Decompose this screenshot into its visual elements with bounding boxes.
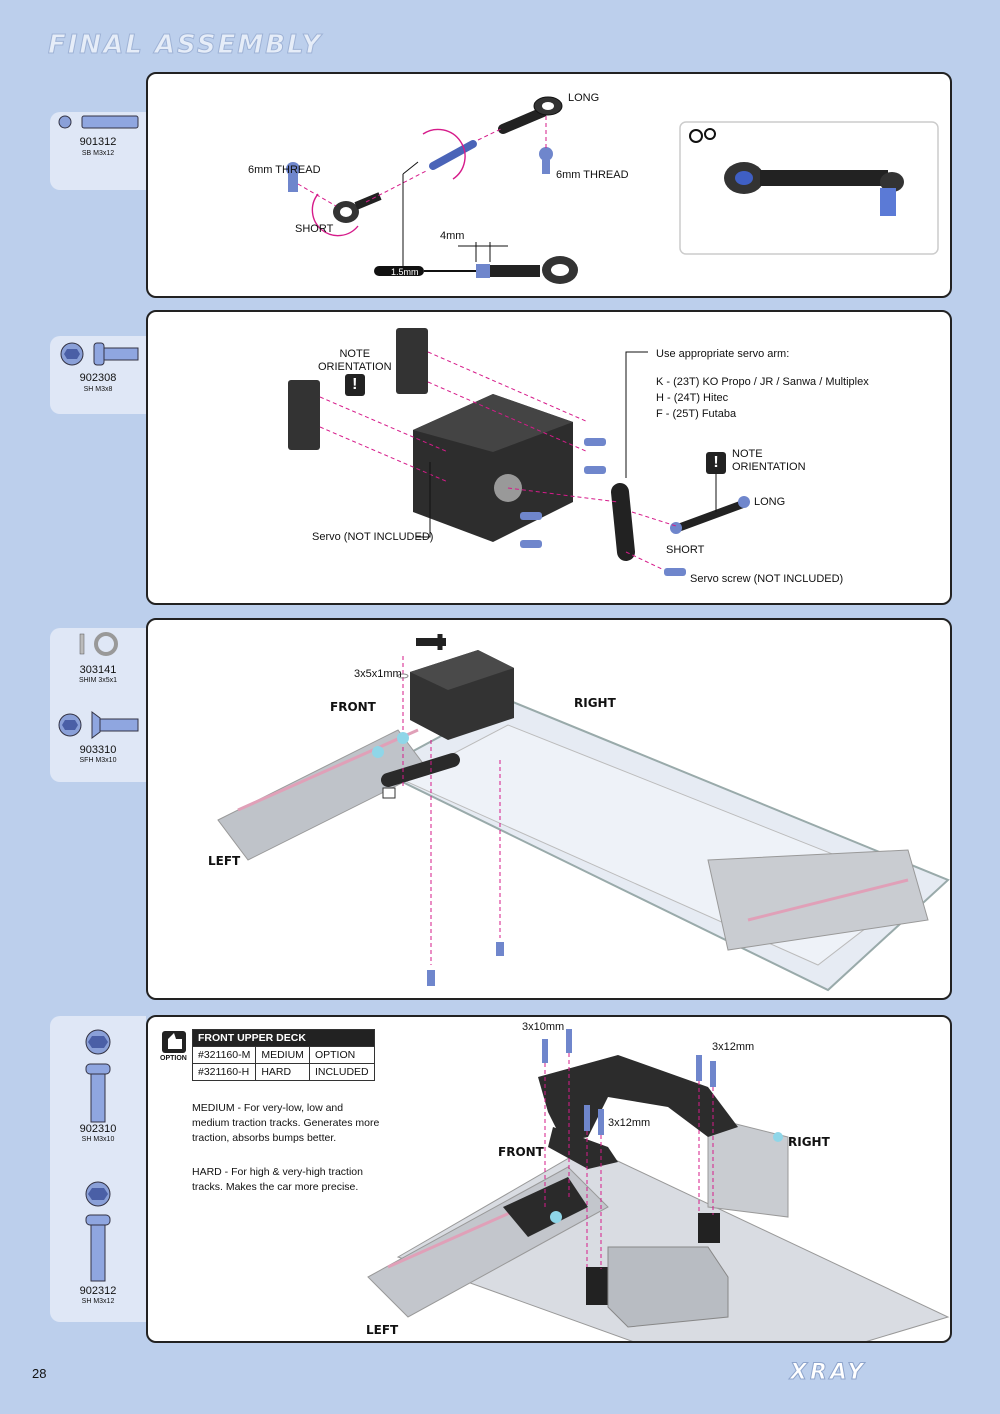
parts-bag-step4: 902310 SH M3x10 902312 SH M3x12 (50, 1016, 146, 1322)
label-servo-screw: Servo screw (NOT INCLUDED) (690, 573, 844, 585)
label-screw-c: 3x12mm (608, 1117, 651, 1129)
label-left: LEFT (208, 854, 240, 868)
ball-end-assembly-diagram (286, 96, 939, 284)
part-code: 902308 (79, 372, 117, 384)
label-gap: 4mm (440, 230, 465, 242)
table-cell: OPTION (308, 1046, 375, 1064)
desc-hard: HARD - For high & very-high traction tra… (192, 1166, 363, 1193)
parts-bag-step3: 303141 SHIM 3x5x1 903310 SFH M3x10 (50, 628, 146, 782)
table-cell: #321160-H (191, 1063, 257, 1081)
note-orientation-2: NOTE ORIENTATION (732, 448, 806, 474)
part-desc: SH M3x8 (83, 386, 113, 393)
label-long: LONG (568, 92, 600, 104)
parts-bag-step1: 901312 SB M3x12 (50, 112, 146, 190)
screw-902308-icon (60, 342, 139, 366)
part-code: 903310 (79, 744, 117, 756)
part-desc: SB M3x12 (81, 150, 115, 157)
warning-icon: ! (706, 452, 726, 474)
label-screw-b: 3x12mm (712, 1041, 755, 1053)
part-desc: SH M3x12 (81, 1298, 115, 1305)
orientation-label: ORIENTATION (318, 361, 392, 373)
label-tool: 1.5mm (391, 267, 419, 277)
servo-arm-title: Use appropriate servo arm: (656, 348, 790, 360)
label-right: RIGHT (788, 1135, 830, 1149)
step3-panel: 3x5x1mm FRONT RIGHT LEFT (146, 618, 952, 1000)
label-short: SHORT (666, 544, 705, 556)
option-table: FRONT UPPER DECK #321160-M MEDIUM OPTION… (191, 1029, 375, 1081)
label-servo: Servo (NOT INCLUDED) (312, 531, 434, 543)
warning-icon: ! (344, 374, 365, 396)
servo-arm-k: K - (23T) KO Propo / JR / Sanwa / Multip… (656, 376, 869, 388)
part-desc: SHIM 3x5x1 (78, 677, 118, 684)
servo-arm-h: H - (24T) Hitec (656, 392, 729, 404)
part-code: 303141 (79, 664, 117, 676)
orientation-label: ORIENTATION (732, 461, 806, 473)
note-label: NOTE (339, 348, 371, 360)
label-short: SHORT (295, 223, 334, 235)
table-row: #321160-H HARD INCLUDED (191, 1063, 375, 1081)
label-shim: 3x5x1mm (354, 668, 402, 680)
table-cell: HARD (255, 1063, 310, 1081)
table-row: #321160-M MEDIUM OPTION (191, 1046, 375, 1064)
chassis-servo-mount-diagram (217, 634, 950, 992)
part-code: 902310 (79, 1123, 117, 1135)
option-table-title: FRONT UPPER DECK (192, 1029, 375, 1047)
label-right: RIGHT (574, 696, 616, 710)
table-cell: INCLUDED (308, 1063, 375, 1081)
part-desc: SH M3x10 (81, 1136, 115, 1143)
servo-assembly-diagram (288, 328, 750, 576)
desc-medium: MEDIUM - For very-low, low and medium tr… (192, 1102, 380, 1144)
shim-and-screw-icons (58, 632, 139, 739)
page-title: FINAL ASSEMBLY (47, 30, 323, 61)
front-text: FRONT (498, 1145, 544, 1159)
left-text: LEFT (366, 1323, 399, 1337)
step2-panel: NOTE ORIENTATION ! Use appropriate servo… (146, 310, 952, 605)
servo-arm-f: F - (25T) Futaba (656, 408, 737, 420)
label-screw-a: 3x10mm (522, 1021, 565, 1033)
option-label: OPTION (160, 1055, 187, 1062)
part-desc: SFH M3x10 (79, 757, 117, 764)
screw-901312-icon (58, 115, 139, 129)
label-thread-left: 6mm THREAD (248, 164, 321, 176)
page-number: 28 (32, 1366, 47, 1381)
front-upper-deck-diagram (162, 1029, 950, 1341)
label-left: LEFT (366, 1323, 398, 1337)
part-code: 901312 (79, 136, 117, 148)
right-text: RIGHT (574, 696, 616, 710)
screw-902310-902312-icons (85, 1029, 111, 1282)
right-text: RIGHT (788, 1135, 830, 1149)
note-label: NOTE (732, 448, 763, 460)
label-front: FRONT (498, 1145, 544, 1159)
brand-logo: XRAY (789, 1360, 867, 1386)
front-text: FRONT (330, 700, 376, 714)
table-cell: MEDIUM (255, 1046, 310, 1064)
parts-bag-step2: 902308 SH M3x8 (50, 336, 146, 414)
label-long: LONG (754, 496, 786, 508)
label-front: FRONT (330, 700, 376, 714)
left-text: LEFT (208, 854, 241, 868)
step4-panel: OPTION FRONT UPPER DECK #321160-M MEDIUM… (146, 1015, 952, 1343)
note-orientation-1: NOTE ORIENTATION ! (318, 348, 392, 396)
step1-panel: LONG 6mm THREAD 6mm THREAD SHORT 4mm 1.5… (146, 72, 952, 298)
part-code: 902312 (79, 1285, 117, 1297)
label-thread-right: 6mm THREAD (556, 169, 629, 181)
table-cell: #321160-M (191, 1046, 257, 1064)
